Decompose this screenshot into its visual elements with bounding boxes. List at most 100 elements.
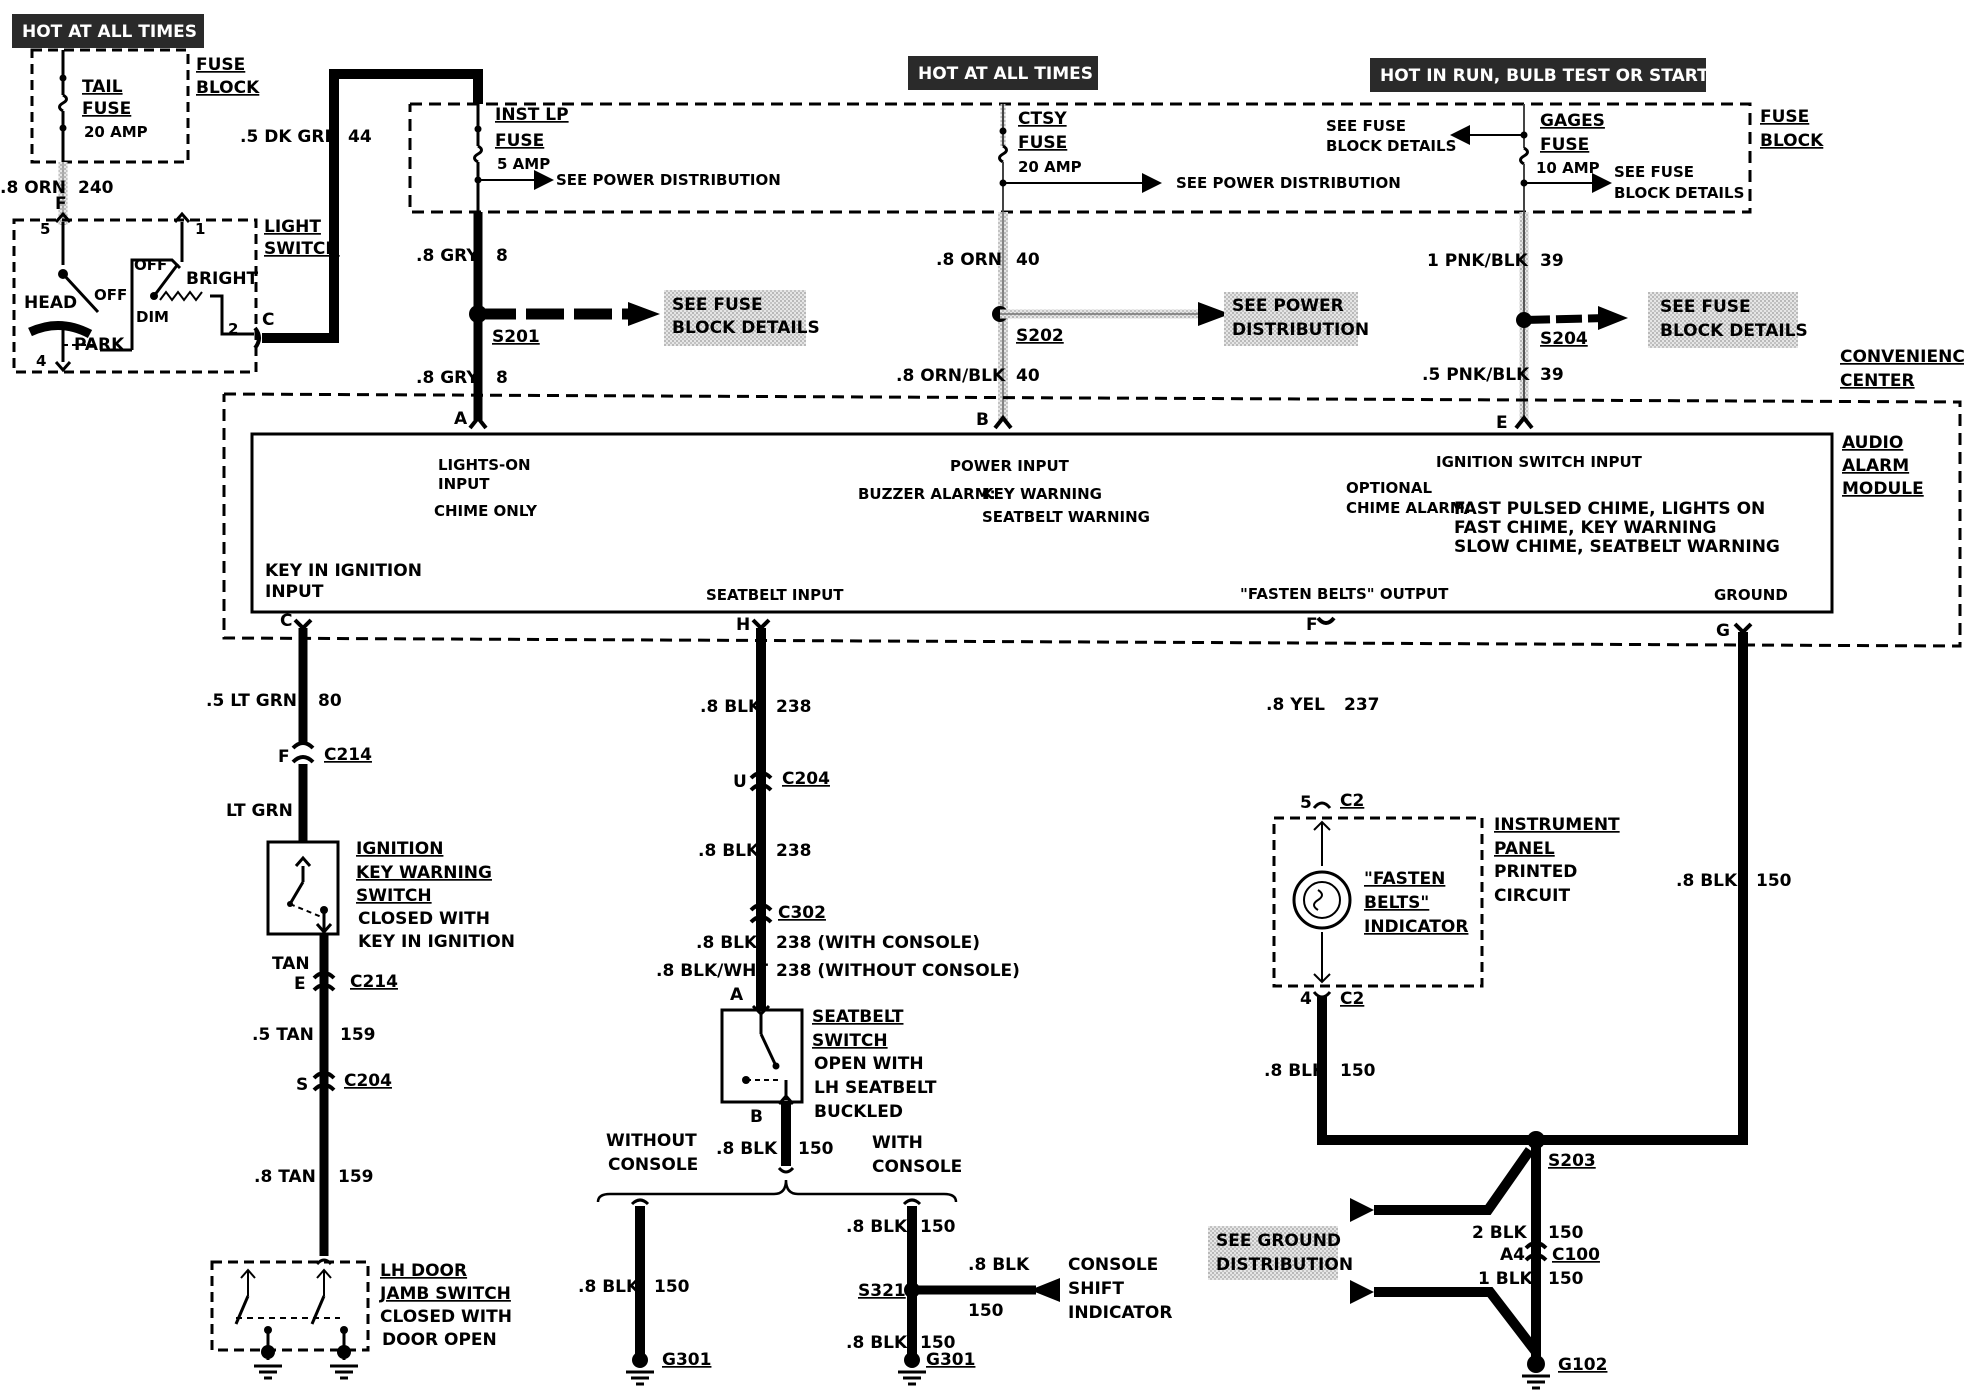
wire-40b-gauge: .8 ORN/BLK	[896, 366, 1006, 386]
splice-s204-label: S204	[1540, 329, 1588, 349]
wire-150-2blk	[1374, 1147, 1535, 1215]
chime-slow: SLOW CHIME, SEATBELT WARNING	[1454, 537, 1780, 557]
connector-c214-a: F C214	[278, 741, 372, 767]
fuse-block-main: FUSE BLOCK INST LP FUSE 5 AMP SEE POWER …	[408, 102, 1824, 214]
see-fuse-b-1: SEE FUSE	[1660, 297, 1751, 317]
tail-fuse-label: TAIL	[82, 77, 123, 97]
c204-a-pin: S	[296, 1075, 308, 1095]
connector-c302: C302	[749, 903, 826, 924]
wire-150d-gauge: .8 BLK	[968, 1255, 1030, 1275]
seatbelt-switch-label-3: OPEN WITH	[814, 1054, 924, 1074]
wire-150c-gauge: .8 BLK	[846, 1217, 908, 1237]
connector-c204-b: U C204	[733, 769, 830, 792]
ground-icon	[626, 1352, 654, 1386]
splice-s202-label: S202	[1016, 326, 1064, 346]
ctsy-fuse-amp: 20 AMP	[1018, 158, 1082, 176]
wire-150f-number: 150	[1756, 871, 1792, 891]
splice-s203-label: S203	[1548, 1151, 1596, 1171]
without-console-label: WITHOUT	[606, 1131, 697, 1151]
see-fuse-block-left-2: BLOCK DETAILS	[1326, 137, 1456, 155]
buzzer-alarm-label: BUZZER ALARM:	[858, 485, 996, 503]
without-console-label-2: CONSOLE	[608, 1155, 698, 1175]
door-switch-label-1: LH DOOR	[380, 1261, 467, 1281]
chime-only-label: CHIME ONLY	[434, 502, 538, 520]
console-shift-indicator-1: CONSOLE	[1068, 1255, 1158, 1275]
wire-40a-gauge: .8 ORN	[936, 250, 1002, 270]
convenience-center-label-2: CENTER	[1840, 371, 1915, 391]
c2-a-pin: 5	[1300, 793, 1312, 813]
fuse-block-main-label: FUSE	[1760, 107, 1809, 127]
banner-hot-right: HOT IN RUN, BULB TEST OR START	[1370, 58, 1709, 92]
ipc-label-1: INSTRUMENT	[1494, 815, 1620, 835]
wire-8b-number: 8	[496, 368, 508, 388]
light-switch-bright: BRIGHT	[186, 269, 259, 289]
console-shift-indicator-3: INDICATOR	[1068, 1303, 1172, 1323]
audio-alarm-module: AUDIO ALARM MODULE A B E LIGHTS-ON INPUT…	[250, 409, 1924, 641]
wire-150h-number: 150	[1548, 1223, 1584, 1243]
ctsy-fuse-label: CTSY	[1018, 109, 1067, 129]
c2-b-pin: 4	[1300, 989, 1312, 1009]
with-console-label-2: CONSOLE	[872, 1157, 962, 1177]
seatbelt-switch-label-4: LH SEATBELT	[814, 1078, 937, 1098]
power-input-label: POWER INPUT	[950, 457, 1070, 475]
see-ground-1: SEE GROUND	[1216, 1231, 1341, 1251]
wire-39b-number: 39	[1540, 365, 1564, 385]
seatbelt-switch-pin-b: B	[750, 1107, 763, 1127]
fasten-belts-output-label: "FASTEN BELTS" OUTPUT	[1240, 585, 1449, 603]
banner-hot-right-text: HOT IN RUN, BULB TEST OR START	[1380, 66, 1709, 86]
light-switch-pin-1: 1	[195, 220, 205, 238]
lh-door-jamb-switch: LH DOOR JAMB SWITCH CLOSED WITH DOOR OPE…	[210, 1258, 512, 1380]
banner-hot-left-text: HOT AT ALL TIMES	[22, 22, 197, 42]
ipc-label-4: CIRCUIT	[1494, 886, 1570, 906]
light-switch-head: HEAD	[24, 293, 77, 313]
light-switch-pin-f: F	[55, 194, 67, 214]
wire-40a-number: 40	[1016, 250, 1040, 270]
wire-237-gauge: .8 YEL	[1266, 695, 1325, 715]
wire-80-gauge: .5 LT GRN	[206, 691, 297, 711]
audio-alarm-module-label: AUDIO	[1842, 433, 1903, 453]
wire-8a-number: 8	[496, 246, 508, 266]
inst-lp-fuse-label-2: FUSE	[495, 131, 544, 151]
banner-hot-left: HOT AT ALL TIMES	[12, 14, 204, 48]
light-switch-pin-4: 4	[36, 352, 46, 370]
light-switch-label: LIGHT	[264, 217, 321, 237]
see-fuse-block-right-1: SEE FUSE	[1614, 163, 1694, 181]
light-switch-label-2: SWITCH	[264, 239, 340, 259]
wire-159a-number: 159	[340, 1025, 376, 1045]
ignition-key-warning-switch: IGNITION KEY WARNING SWITCH CLOSED WITH …	[266, 839, 515, 952]
ign-switch-label-1: IGNITION	[356, 839, 443, 859]
g102-label: G102	[1558, 1355, 1607, 1375]
door-switch-label-3: CLOSED WITH	[380, 1307, 512, 1327]
ground-label: GROUND	[1714, 586, 1788, 604]
see-fuse-a-1: SEE FUSE	[672, 295, 763, 315]
c214-a-label: C214	[324, 745, 372, 765]
wire-39a-number: 39	[1540, 251, 1564, 271]
g301-b-label: G301	[926, 1350, 975, 1370]
light-switch-pin-5: 5	[40, 220, 50, 238]
gages-fuse-icon	[1519, 146, 1529, 166]
ground-icon	[254, 1345, 282, 1380]
see-fuse-block-left-1: SEE FUSE	[1326, 117, 1406, 135]
c2-a-label: C2	[1340, 791, 1364, 811]
module-pin-g: G	[1716, 621, 1730, 641]
wire-238d-gauge: .8 BLK/WHT	[656, 961, 768, 981]
ignition-switch-input-label: IGNITION SWITCH INPUT	[1436, 453, 1643, 471]
fuse-block-left: TAIL FUSE 20 AMP FUSE BLOCK	[30, 48, 260, 164]
fasten-belts-indicator-3: INDICATOR	[1364, 917, 1468, 937]
inst-lp-fuse-label: INST LP	[495, 105, 569, 125]
wire-150g-number: 150	[1340, 1061, 1376, 1081]
light-switch: F 5 4 1 2 C HEAD OFF PARK OFF BRIGHT DIM…	[12, 194, 340, 374]
wire-159b-number: 159	[338, 1167, 374, 1187]
wire-238c-gauge: .8 BLK	[696, 933, 758, 953]
tail-fuse-label-2: FUSE	[82, 99, 131, 119]
wire-150a-number: 150	[798, 1139, 834, 1159]
c214-b-pin: E	[294, 974, 306, 994]
wire-80-number: 80	[318, 691, 342, 711]
buzzer-seatbelt-warning: SEATBELT WARNING	[982, 508, 1150, 526]
chime-fast-pulsed: FAST PULSED CHIME, LIGHTS ON	[1454, 499, 1765, 519]
see-pd-a-2: DISTRIBUTION	[1232, 320, 1369, 340]
wire-150e-gauge: .8 BLK	[846, 1333, 908, 1353]
see-ground-2: DISTRIBUTION	[1216, 1255, 1353, 1275]
c204-a-label: C204	[344, 1071, 392, 1091]
connector-c214-b: E C214	[294, 971, 398, 994]
